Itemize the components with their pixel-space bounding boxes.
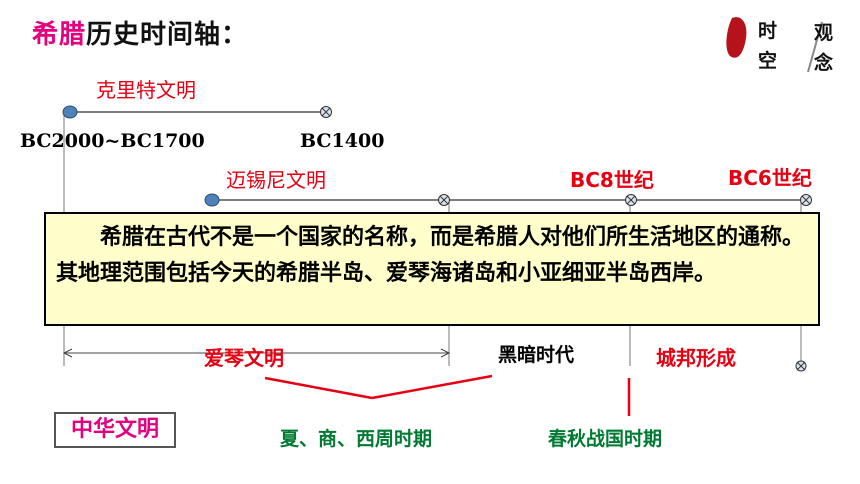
chinese-civilization-box: 中华文明 xyxy=(54,412,176,448)
crete-end-marker xyxy=(320,106,332,118)
badge-char-nian: 念 xyxy=(814,52,834,74)
greece-definition-box: 希腊在古代不是一个国家的名称，而是希腊人对他们所生活地区的通称。其地理范围包括今… xyxy=(44,212,820,326)
city-state-label: 城邦形成 xyxy=(656,346,736,370)
title-rest: 历史时间轴： xyxy=(86,20,249,50)
mycenae-end-marker xyxy=(438,194,450,206)
crete-start-marker xyxy=(62,105,78,119)
bc6-bottom-marker xyxy=(795,360,807,372)
bc8-marker xyxy=(625,194,637,206)
bc6-marker xyxy=(800,194,812,206)
spring-autumn-label: 春秋战国时期 xyxy=(548,428,663,450)
badge-char-shi: 时 xyxy=(758,20,778,42)
title-highlight: 希腊 xyxy=(32,20,87,50)
ink-mark-icon xyxy=(726,17,823,73)
badge-char-guan: 观 xyxy=(814,22,834,44)
concept-badge: 时 空 观 念 xyxy=(720,12,850,76)
bc6-label: BC6世纪 xyxy=(728,166,812,190)
greece-definition-text: 希腊在古代不是一个国家的名称，而是希腊人对他们所生活地区的通称。其地理范围包括今… xyxy=(56,225,805,286)
dark-age-label: 黑暗时代 xyxy=(498,344,575,366)
bc8-label: BC8世纪 xyxy=(570,168,654,192)
crete-name: 克里特文明 xyxy=(96,78,196,102)
badge-char-kong: 空 xyxy=(758,50,778,72)
xia-connector-right xyxy=(371,374,493,400)
page-title: 希腊历史时间轴： xyxy=(32,14,248,51)
crete-start-label: BC2000~BC1700 xyxy=(20,130,205,152)
crete-end-label: BC1400 xyxy=(300,130,385,152)
xia-connector-left xyxy=(264,376,373,400)
aegean-period-label: 爱琴文明 xyxy=(204,346,284,370)
mycenae-start-marker xyxy=(204,193,220,207)
mycenae-name: 迈锡尼文明 xyxy=(226,168,326,192)
xia-shang-zhou-label: 夏、商、西周时期 xyxy=(280,428,433,450)
